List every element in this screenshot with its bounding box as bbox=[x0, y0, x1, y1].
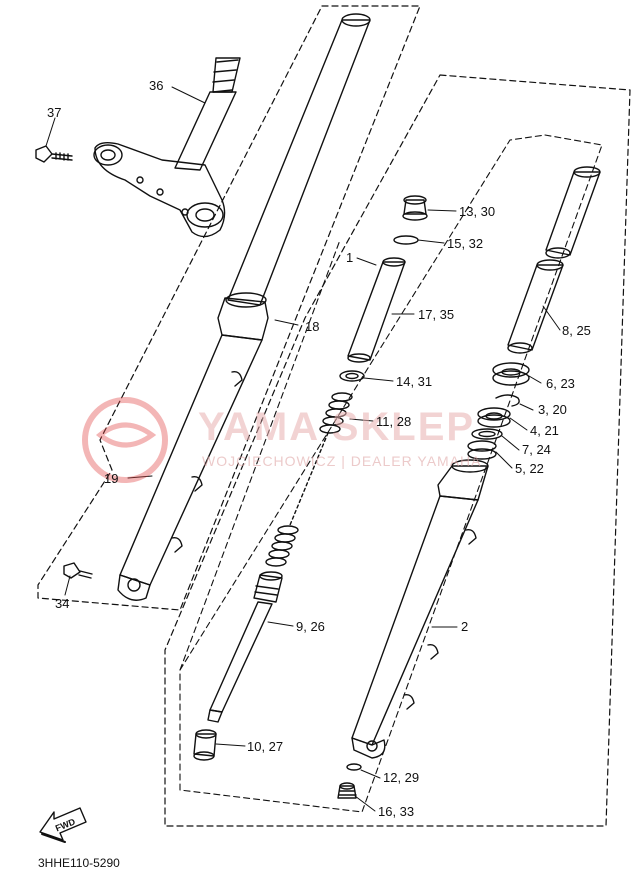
left-assembly-outline bbox=[37, 5, 421, 611]
steering-stem-part bbox=[93, 57, 241, 238]
dust-seal-6 bbox=[492, 362, 530, 386]
callout-11-28: 11, 28 bbox=[376, 414, 412, 429]
fwd-arrow-icon bbox=[39, 807, 87, 843]
callout-7-24: 7, 24 bbox=[522, 442, 551, 457]
pinch-bolt-37 bbox=[35, 145, 73, 163]
inner-fork-outline bbox=[179, 134, 603, 813]
inner-lower-outline bbox=[179, 239, 341, 671]
callout-16-33: 16, 33 bbox=[378, 804, 415, 819]
inner-tube-8 bbox=[507, 166, 601, 354]
right-assembly-outline bbox=[164, 74, 631, 827]
callout-18: 18 bbox=[305, 319, 320, 334]
callout-17-35: 17, 35 bbox=[418, 307, 455, 322]
callout-9-26: 9, 26 bbox=[296, 619, 325, 634]
slide-metal-5 bbox=[467, 440, 497, 460]
callout-34: 34 bbox=[55, 596, 70, 611]
oil-lock-10 bbox=[193, 729, 217, 761]
gasket-12 bbox=[346, 763, 362, 771]
callout-4-21: 4, 21 bbox=[530, 423, 559, 438]
washer-14 bbox=[339, 370, 365, 382]
clip-3 bbox=[495, 394, 520, 407]
callout-36: 36 bbox=[149, 78, 164, 93]
callout-14-31: 14, 31 bbox=[396, 374, 433, 389]
callout-6-23: 6, 23 bbox=[546, 376, 575, 391]
left-fork-assembly bbox=[117, 13, 371, 601]
cap-bolt-13 bbox=[402, 195, 428, 221]
callout-37: 37 bbox=[47, 105, 62, 120]
damper-rod-9 bbox=[207, 571, 283, 723]
leader-lines bbox=[45, 86, 561, 812]
o-ring-15 bbox=[393, 235, 419, 245]
bottom-bolt-34 bbox=[63, 562, 93, 579]
callout-2: 2 bbox=[461, 619, 469, 634]
callout-3-20: 3, 20 bbox=[538, 402, 567, 417]
callout-5-22: 5, 22 bbox=[515, 461, 544, 476]
bolt-16 bbox=[337, 782, 357, 799]
washer-7 bbox=[471, 428, 503, 440]
spacer-17 bbox=[347, 257, 406, 363]
callout-19: 19 bbox=[104, 471, 119, 486]
outer-tube-2 bbox=[351, 459, 489, 759]
diagram-code: 3HHE110-5290 bbox=[38, 856, 120, 870]
callout-10-27: 10, 27 bbox=[247, 739, 284, 754]
callout-12-29: 12, 29 bbox=[383, 770, 420, 785]
oil-seal-4 bbox=[477, 407, 511, 428]
callout-15-32: 15, 32 bbox=[447, 236, 484, 251]
fork-spring-11 bbox=[265, 392, 353, 567]
callout-8-25: 8, 25 bbox=[562, 323, 591, 338]
callout-13-30: 13, 30 bbox=[459, 204, 496, 219]
callout-1: 1 bbox=[346, 250, 354, 265]
